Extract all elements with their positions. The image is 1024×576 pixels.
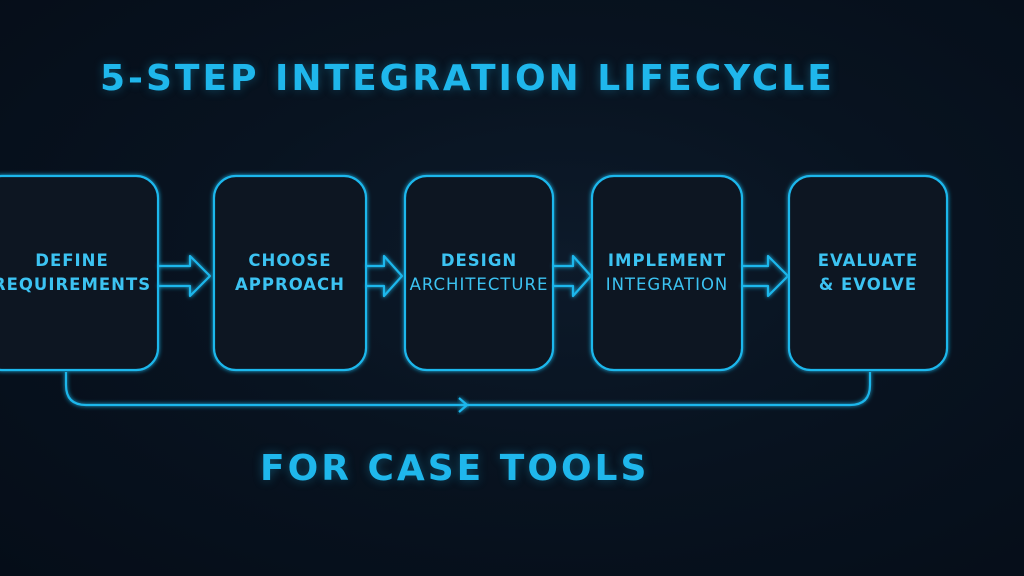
step-1-line1: DEFINE bbox=[35, 251, 108, 270]
feedback-arrow-icon bbox=[458, 397, 469, 413]
step-2-line1: CHOOSE bbox=[248, 251, 331, 270]
step-4-line2: INTEGRATION bbox=[606, 275, 729, 294]
step-3-line1: DESIGN bbox=[441, 251, 517, 270]
flow-arrow-icon bbox=[366, 254, 404, 298]
diagram-subtitle: FOR CASE TOOLS bbox=[260, 448, 650, 489]
step-box-4: IMPLEMENT INTEGRATION bbox=[590, 174, 744, 372]
step-5-line2: & EVOLVE bbox=[819, 275, 917, 294]
flow-arrow-icon bbox=[158, 254, 212, 298]
step-box-2: CHOOSE APPROACH bbox=[212, 174, 368, 372]
step-box-3: DESIGN ARCHITECTURE bbox=[403, 174, 555, 372]
step-4-line1: IMPLEMENT bbox=[608, 251, 726, 270]
feedback-loop-line bbox=[64, 372, 872, 407]
step-2-line2: APPROACH bbox=[235, 275, 345, 294]
flow-arrow-icon bbox=[553, 254, 593, 298]
step-3-line2: ARCHITECTURE bbox=[410, 275, 549, 294]
step-1-line2: REQUIREMENTS bbox=[0, 275, 151, 294]
flow-arrow-icon bbox=[742, 254, 790, 298]
diagram-title: 5-STEP INTEGRATION LIFECYCLE bbox=[100, 58, 835, 99]
step-box-5: EVALUATE & EVOLVE bbox=[787, 174, 949, 372]
step-box-1: DEFINE REQUIREMENTS bbox=[0, 174, 160, 372]
step-5-line1: EVALUATE bbox=[818, 251, 919, 270]
